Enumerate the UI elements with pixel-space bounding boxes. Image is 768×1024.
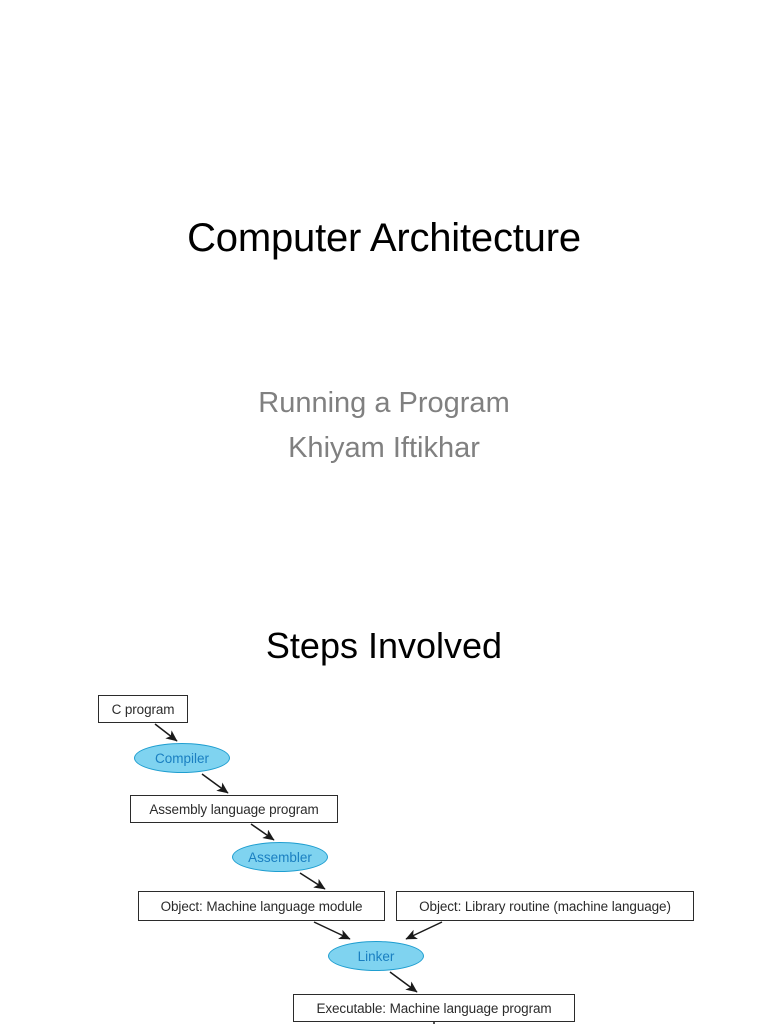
section-heading: Steps Involved xyxy=(265,625,503,666)
arrow-assembler-to-objmodule xyxy=(299,872,326,890)
flow-node-c-program[interactable]: C program xyxy=(98,695,188,723)
arrow-cprogram-to-compiler xyxy=(154,723,178,742)
subtitle-line-topic: Running a Program xyxy=(258,387,510,419)
arrow-assembly-to-assembler xyxy=(250,823,275,841)
flow-node-assembly-language-program[interactable]: Assembly language program xyxy=(130,795,338,823)
arrow-objlibrary-to-linker xyxy=(405,921,443,940)
page-title: Computer Architecture xyxy=(187,216,581,260)
flow-node-assembler[interactable]: Assembler xyxy=(232,842,328,872)
subtitle-line-author: Khiyam Iftikhar xyxy=(288,431,480,464)
arrow-objmodule-to-linker xyxy=(313,921,351,940)
flow-node-object-library-routine[interactable]: Object: Library routine (machine languag… xyxy=(396,891,694,921)
flow-node-compiler[interactable]: Compiler xyxy=(134,743,230,773)
flowchart-arrows-layer xyxy=(154,723,443,1024)
flow-node-linker[interactable]: Linker xyxy=(328,941,424,971)
arrow-compiler-to-assembly xyxy=(201,773,229,794)
flow-node-object-machine-language-module[interactable]: Object: Machine language module xyxy=(138,891,385,921)
subtitle-block: Running a Program Khiyam Iftikhar xyxy=(0,381,768,471)
compilation-flowchart: C program Compiler Assembly language pro… xyxy=(0,686,768,1024)
flow-node-executable-machine-language-program[interactable]: Executable: Machine language program xyxy=(293,994,575,1022)
arrow-linker-to-executable xyxy=(389,971,418,993)
